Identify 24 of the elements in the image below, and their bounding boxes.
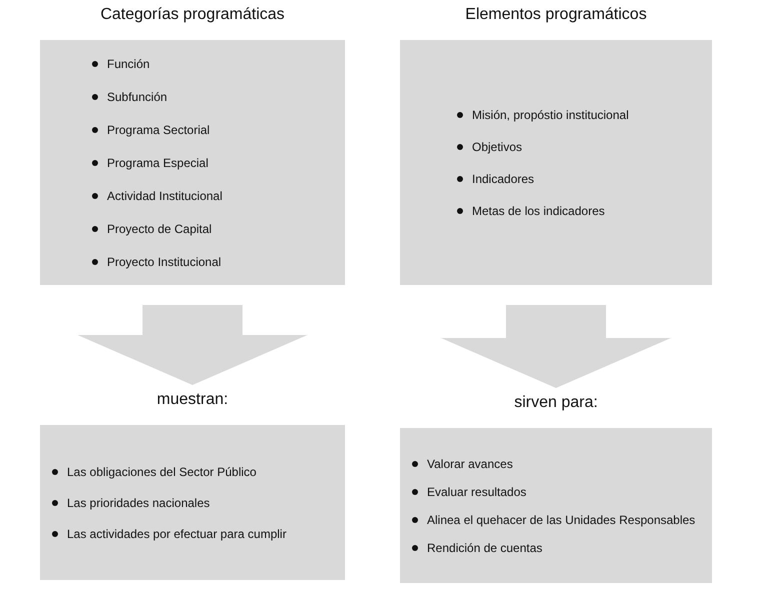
bullet-item: Programa Especial [92,155,345,171]
bullet-item: Proyecto Institucional [92,254,345,270]
bullet-item: Proyecto de Capital [92,221,345,237]
block-arrow [78,305,308,385]
bullet-item: Misión, propóstio institucional [457,106,712,122]
bullet-item: Las obligaciones del Sector Público [52,464,345,480]
bullet-item: Valorar avances [412,456,712,472]
bullet-item: Las actividades por efectuar para cumplir [52,526,345,542]
bullet-item: Alinea el quehacer de las Unidades Responsables [412,512,712,528]
panel-heading: sirven para: [513,393,599,413]
panel-heading: Categorías programáticas [99,5,286,25]
bullet-item: Las prioridades nacionales [52,494,345,510]
bullet-item: Programa Sectorial [92,122,345,138]
bullet-item: Subfunción [92,89,345,105]
panel-heading: Elementos programáticos [464,5,648,25]
bullet-item: Rendición de cuentas [412,540,712,556]
bullet-item: Indicadores [457,170,712,186]
panel-heading: muestran: [156,390,230,410]
bullet-item: Objetivos [457,138,712,154]
bullet-item: Evaluar resultados [412,484,712,500]
bullet-item: Función [92,56,345,72]
bullet-item: Actividad Institucional [92,188,345,204]
bullet-item: Metas de los indicadores [457,202,712,218]
block-arrow [441,305,671,388]
